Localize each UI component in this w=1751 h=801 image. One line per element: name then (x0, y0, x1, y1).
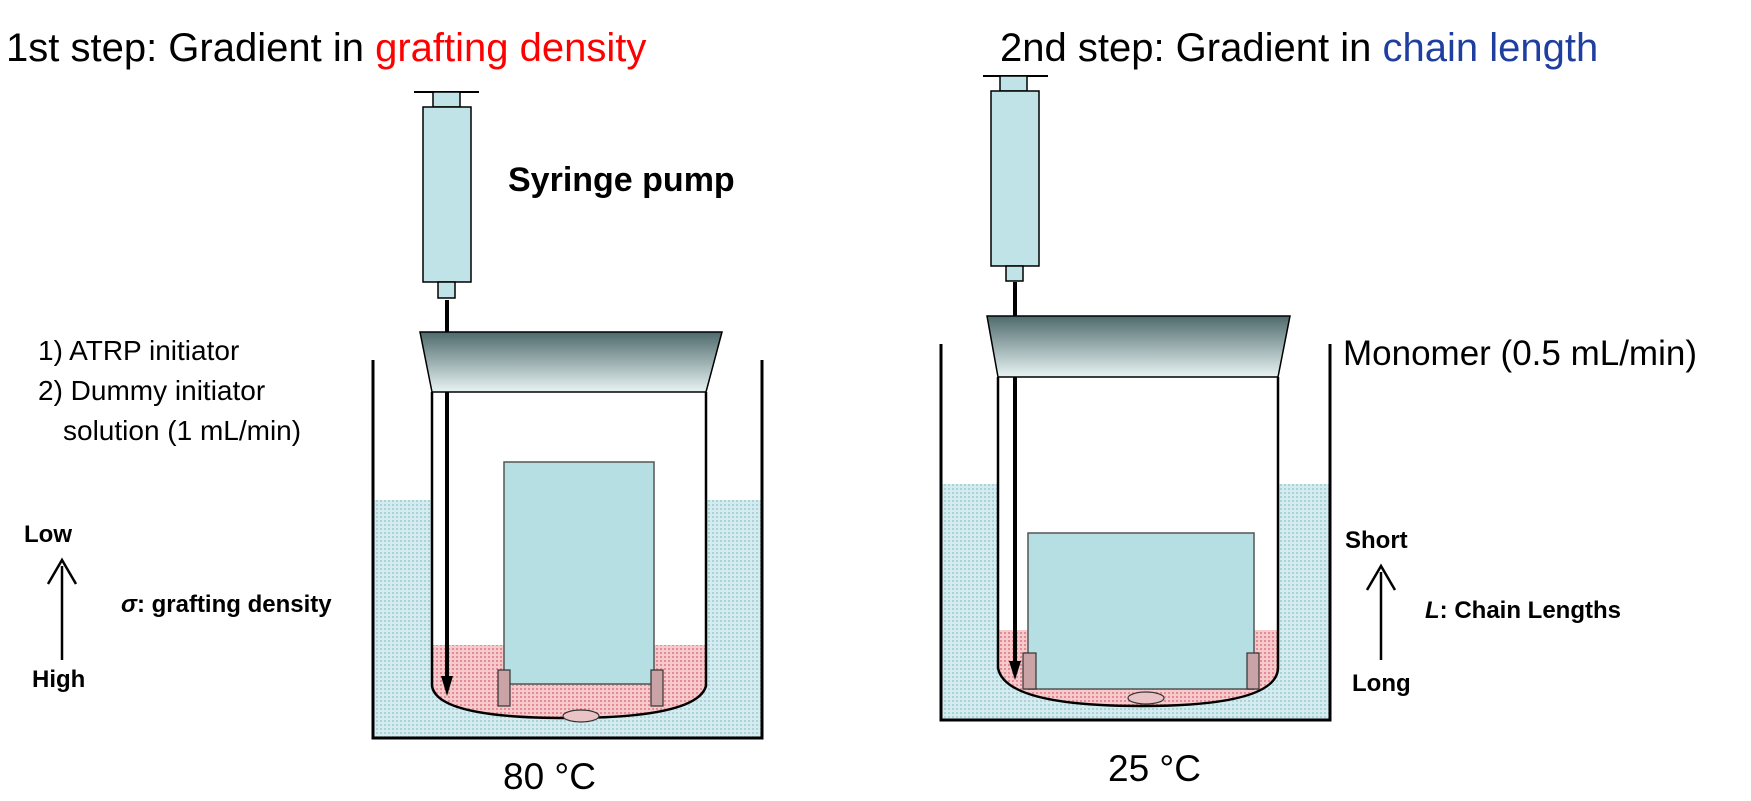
panel2-syringe-tip (1005, 265, 1024, 282)
panel1-solution-line3: solution (1 mL/min) (63, 415, 302, 446)
panel2-beaker (939, 344, 1332, 722)
panel1-apparatus (46, 91, 764, 740)
panel2-reaction-vessel (996, 377, 1280, 708)
panel1-support-right (650, 669, 664, 707)
panel1-title-highlight: grafting density (375, 26, 647, 70)
panel2-title: 2nd step: Gradient in chain length (1000, 28, 1598, 68)
panel2-gradient-label: L: Chain Lengths (1425, 599, 1621, 623)
panel2-support-right (1246, 652, 1260, 690)
panel1-gradient-bottom: High (32, 666, 86, 693)
panel2-stir-bar (1127, 691, 1165, 705)
panel1-gradient-label: σ: grafting density (121, 593, 332, 617)
panel1-needle-tip (441, 676, 453, 696)
panel1-solution-line2: 2) Dummy initiator (38, 375, 266, 406)
panel2-plunger (999, 75, 1028, 92)
panel2-gradient-bottom: Long (1352, 670, 1411, 697)
panel2-apparatus (939, 75, 1397, 722)
syringe-pump-label: Syringe pump (508, 161, 735, 199)
panel2-title-prefix: 2nd step: Gradient in (1000, 26, 1383, 70)
panel1-syringe-tip (437, 281, 456, 299)
panel2-substrate (1027, 532, 1255, 690)
L-symbol: L (1425, 597, 1440, 624)
panel2-support-left (1022, 652, 1037, 690)
panel1-temperature: 80 °C (503, 756, 596, 797)
panel1-title: 1st step: Gradient in grafting density (6, 28, 646, 68)
panel1-beaker (371, 360, 764, 740)
panel2-syringe-barrel (990, 90, 1040, 267)
sigma-symbol: σ (121, 591, 137, 618)
panel1-stir-bar (562, 709, 600, 723)
panel1-gradient-text: : grafting density (136, 591, 332, 618)
panel2-needle-tip (1009, 661, 1021, 680)
panel2-gradient-top: Short (1345, 527, 1408, 554)
panel2-title-highlight: chain length (1382, 26, 1599, 70)
panel2-lid (986, 315, 1291, 378)
panel1-plunger (432, 91, 461, 108)
panel2-temperature: 25 °C (1108, 748, 1201, 789)
panel1-solution-line1: 1) ATRP initiator (38, 335, 240, 366)
panel1-gradient-arrowhead (46, 557, 78, 585)
panel1-support-left (497, 669, 511, 707)
panel2-gradient-text: : Chain Lengths (1439, 597, 1621, 624)
panel1-substrate (503, 461, 655, 685)
panel1-lid (419, 331, 723, 393)
panel1-gradient-top: Low (24, 521, 72, 548)
panel2-gradient-arrowhead (1365, 563, 1397, 591)
panel1-syringe-barrel (422, 106, 472, 283)
monomer-label: Monomer (0.5 mL/min) (1343, 334, 1697, 373)
panel1-title-prefix: 1st step: Gradient in (6, 26, 376, 70)
